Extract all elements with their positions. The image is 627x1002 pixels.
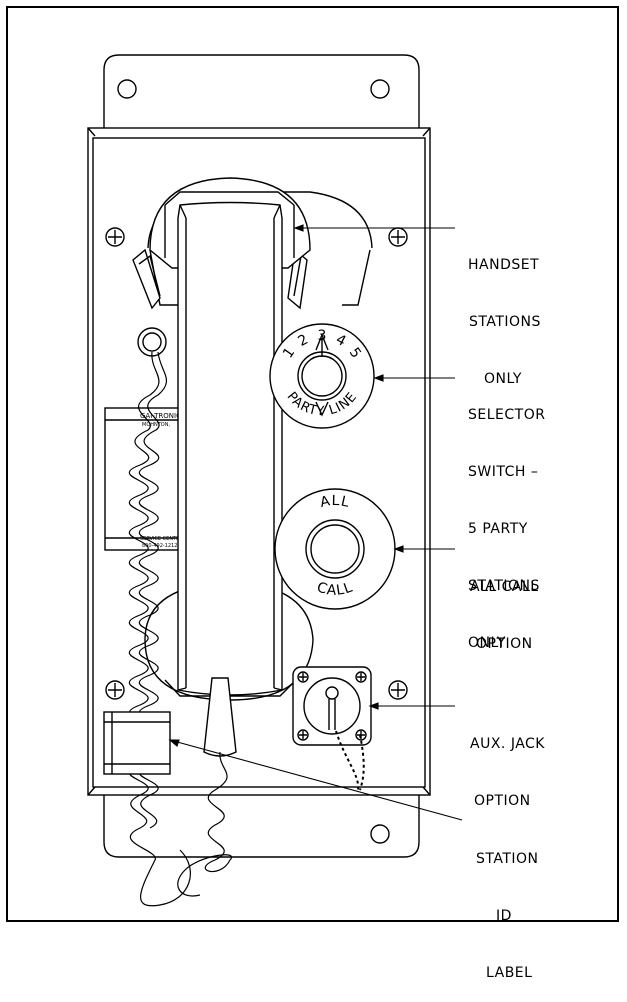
callout-line: ONLY bbox=[468, 635, 506, 651]
callout-line: STATION bbox=[476, 851, 539, 867]
leader-lines bbox=[168, 224, 463, 821]
station-id-label bbox=[103, 711, 171, 775]
telephone-station-drawing: GAI-TRONICS MOHNTON, SERVICE CENTER 800-… bbox=[87, 54, 463, 907]
enclosure bbox=[87, 127, 431, 796]
callout-aux-jack: AUX. JACK OPTION bbox=[470, 697, 545, 830]
callout-line: 5 PARTY bbox=[468, 521, 528, 537]
callout-line: SWITCH – bbox=[468, 464, 539, 480]
mounting-hole bbox=[117, 79, 137, 99]
cord-gland bbox=[137, 327, 167, 357]
callout-station-id: STATION ID LABEL bbox=[476, 812, 539, 1002]
callout-line: OPTION bbox=[474, 793, 531, 809]
handset-handle bbox=[177, 201, 283, 696]
all-call-top-label: ALL bbox=[319, 493, 352, 511]
coiled-cord bbox=[128, 351, 191, 907]
callout-line: ID bbox=[496, 908, 512, 924]
nameplate-line4: 800-492-1212 bbox=[142, 543, 177, 549]
aux-jack[interactable] bbox=[292, 666, 372, 791]
nameplate-line1: GAI-TRONICS bbox=[140, 412, 186, 420]
cord-strain-relief bbox=[203, 677, 237, 757]
jack-chain bbox=[335, 730, 365, 791]
callout-line: HANDSET bbox=[468, 257, 540, 273]
screw-icon bbox=[105, 227, 125, 247]
callout-line: SELECTOR bbox=[468, 407, 546, 423]
screw-icon bbox=[388, 227, 408, 247]
nameplate-line3: SERVICE CENTER bbox=[140, 536, 183, 542]
drawing-frame bbox=[6, 6, 619, 922]
mounting-plate bbox=[103, 54, 420, 858]
selector-position-3: 3 bbox=[318, 328, 327, 344]
nameplate-line2: MOHNTON, bbox=[142, 422, 170, 428]
callout-handset: HANDSET STATIONS ONLY bbox=[468, 218, 541, 408]
callout-line: ALL CALL bbox=[470, 579, 539, 595]
callout-line: OPTION bbox=[476, 636, 533, 652]
callout-selector: SELECTOR SWITCH – 5 PARTY STATIONS ONLY bbox=[468, 368, 545, 672]
screws bbox=[105, 227, 408, 700]
screw-icon bbox=[105, 680, 125, 700]
callout-line: STATIONS bbox=[469, 314, 541, 330]
all-call-button[interactable]: ALL CALL bbox=[274, 488, 396, 610]
screw-icon bbox=[388, 680, 408, 700]
mounting-hole bbox=[370, 79, 390, 99]
coiled-cord-lower bbox=[177, 751, 233, 897]
callout-line: STATIONS bbox=[468, 578, 540, 594]
callout-line: LABEL bbox=[486, 965, 533, 981]
callout-line: ONLY bbox=[484, 371, 522, 387]
selector-pointer bbox=[315, 333, 329, 351]
mounting-hole bbox=[370, 824, 390, 844]
callout-all-call: ALL CALL OPTION bbox=[470, 540, 539, 673]
all-call-bottom-label: CALL bbox=[315, 579, 356, 599]
callout-line: AUX. JACK bbox=[470, 736, 545, 752]
